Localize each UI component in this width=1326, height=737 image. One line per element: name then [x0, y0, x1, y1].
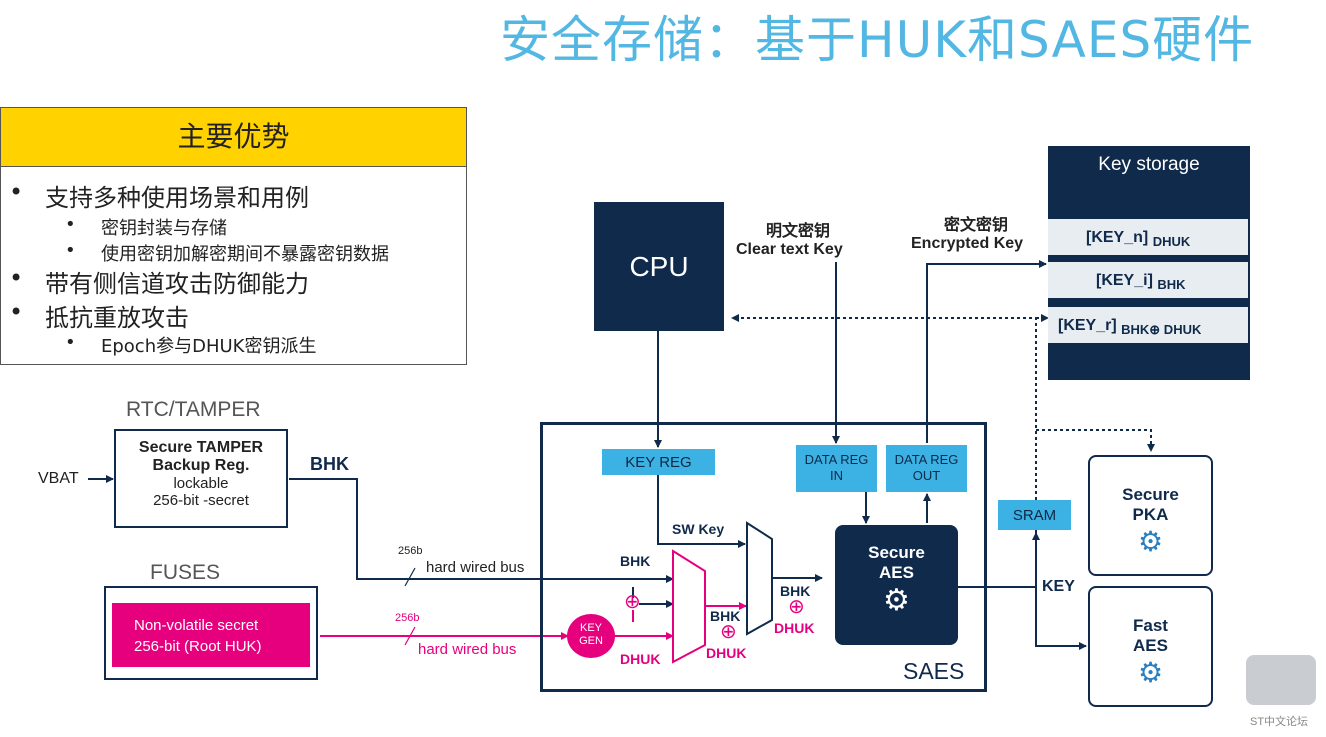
chat-icon: [1246, 655, 1316, 705]
key-name: [KEY_r]: [1058, 317, 1117, 334]
bhk-right-label: BHK: [780, 583, 811, 599]
fuse-line1: Non-volatile secret: [134, 617, 259, 634]
tamper-box: Secure TAMPER Backup Reg. lockable 256-b…: [114, 429, 288, 528]
keygen-l1: KEY: [579, 622, 602, 634]
key-out-label: KEY: [1042, 578, 1075, 595]
benefit-subitem: 使用密钥加解密期间不暴露密钥数据: [101, 244, 389, 265]
bus1-label: hard wired bus: [426, 559, 525, 576]
saes-block: [540, 422, 987, 692]
benefit-item: 支持多种使用场景和用例: [45, 184, 309, 212]
dhuk-label: DHUK: [620, 651, 661, 667]
bullet-dot: •: [65, 214, 76, 235]
tamper-line4: 256-bit -secret: [153, 492, 249, 509]
secure-pka: Secure PKA ⚙: [1088, 455, 1213, 576]
gear-icon: ⚙: [883, 584, 910, 617]
mux-key-select: [746, 521, 773, 636]
bhk-mux-label: BHK: [620, 553, 651, 569]
key-sub: BHK⊕ DHUK: [1121, 322, 1202, 337]
data-reg-in-l2: IN: [830, 468, 843, 483]
xor-symbol-mid: ⊕: [720, 621, 737, 643]
bullet-dot: •: [9, 264, 24, 292]
secure-aes-l2: AES: [879, 563, 914, 582]
secure-aes: Secure AES ⚙: [835, 525, 958, 645]
key-sub: BHK: [1157, 277, 1186, 292]
benefit-subitem: Epoch参与DHUK密钥派生: [101, 336, 317, 357]
xor-symbol-right: ⊕: [788, 596, 805, 618]
sw-key-label: SW Key: [672, 521, 725, 537]
key-sub: DHUK: [1152, 234, 1191, 249]
key-name: [KEY_n]: [1086, 229, 1149, 246]
bullet-dot: •: [9, 298, 24, 326]
key-storage: Key storage [KEY_n] DHUK [KEY_i] BHK [KE…: [1048, 146, 1250, 380]
mux-dhuk: [672, 549, 706, 664]
dhuk-right-label: DHUK: [774, 620, 815, 636]
tamper-line3: lockable: [173, 475, 229, 492]
bullet-dot: •: [65, 332, 76, 353]
fast-aes-l2: AES: [1133, 636, 1168, 655]
enc-key-cn: 密文密钥: [943, 217, 1008, 234]
key-reg: KEY REG: [602, 449, 715, 475]
fuse-line2: 256-bit (Root HUK): [134, 638, 262, 655]
cpu-block: CPU: [594, 202, 724, 331]
key-storage-title: Key storage: [1098, 154, 1200, 175]
vbat-label: VBAT: [38, 470, 79, 487]
data-reg-out: DATA REG OUT: [886, 445, 967, 492]
gear-icon: ⚙: [1137, 657, 1164, 688]
tamper-line2: Backup Reg.: [152, 457, 250, 474]
rtc-label: RTC/TAMPER: [126, 398, 261, 421]
bhk-mid-label: BHK: [710, 608, 741, 624]
bus2-width: 256b: [395, 612, 420, 624]
pka-l2: PKA: [1132, 505, 1169, 524]
data-reg-in-l1: DATA REG: [804, 452, 869, 467]
keygen-label: KEY GEN: [569, 622, 613, 648]
key-name: [KEY_i]: [1096, 272, 1153, 289]
key-row: [KEY_n] DHUK: [1048, 219, 1248, 255]
key-row: [KEY_r] BHK⊕ DHUK: [1048, 307, 1248, 343]
benefit-item: 带有侧信道攻击防御能力: [45, 270, 309, 298]
data-reg-out-l2: OUT: [912, 468, 941, 483]
enc-key-en: Encrypted Key: [911, 235, 1024, 252]
bhk-out-label: BHK: [310, 454, 349, 474]
saes-label: SAES: [903, 658, 965, 684]
pka-l1: Secure: [1122, 485, 1179, 504]
bus1-width: 256b: [398, 545, 423, 557]
benefits-heading: 主要优势: [1, 108, 466, 167]
dhuk-mid-label: DHUK: [706, 645, 747, 661]
page-title: 安全存储：基于HUK和SAES硬件: [500, 11, 1255, 69]
data-reg-in: DATA REG IN: [796, 445, 877, 492]
bullet-dot: •: [65, 240, 76, 261]
fuses-box: Non-volatile secret 256-bit (Root HUK): [104, 586, 318, 680]
keygen-l2: GEN: [579, 635, 603, 647]
fast-aes: Fast AES ⚙: [1088, 586, 1213, 707]
clear-key-en: Clear text Key: [736, 241, 843, 258]
secure-aes-l1: Secure: [868, 543, 925, 562]
clear-key-cn: 明文密钥: [765, 223, 830, 240]
fuses-label: FUSES: [150, 561, 221, 584]
data-reg-out-l1: DATA REG: [894, 452, 959, 467]
benefit-subitem: 密钥封装与存储: [101, 218, 227, 239]
keygen-cloud: [567, 614, 615, 658]
bus2-label: hard wired bus: [418, 641, 517, 658]
benefit-item: 抵抗重放攻击: [45, 304, 189, 332]
key-row: [KEY_i] BHK: [1048, 262, 1248, 298]
gear-icon: ⚙: [1137, 526, 1164, 557]
benefits-panel: 主要优势 • 支持多种使用场景和用例 • 密钥封装与存储 • 使用密钥加解密期间…: [0, 107, 467, 365]
bullet-dot: •: [9, 178, 24, 206]
watermark-text: ST中文论坛: [1250, 716, 1309, 728]
sram-block: SRAM: [998, 500, 1071, 530]
fuse-secret: Non-volatile secret 256-bit (Root HUK): [112, 603, 310, 667]
tamper-line1: Secure TAMPER: [138, 439, 264, 456]
xor-symbol: ⊕: [624, 591, 641, 613]
fast-aes-l1: Fast: [1133, 616, 1168, 635]
